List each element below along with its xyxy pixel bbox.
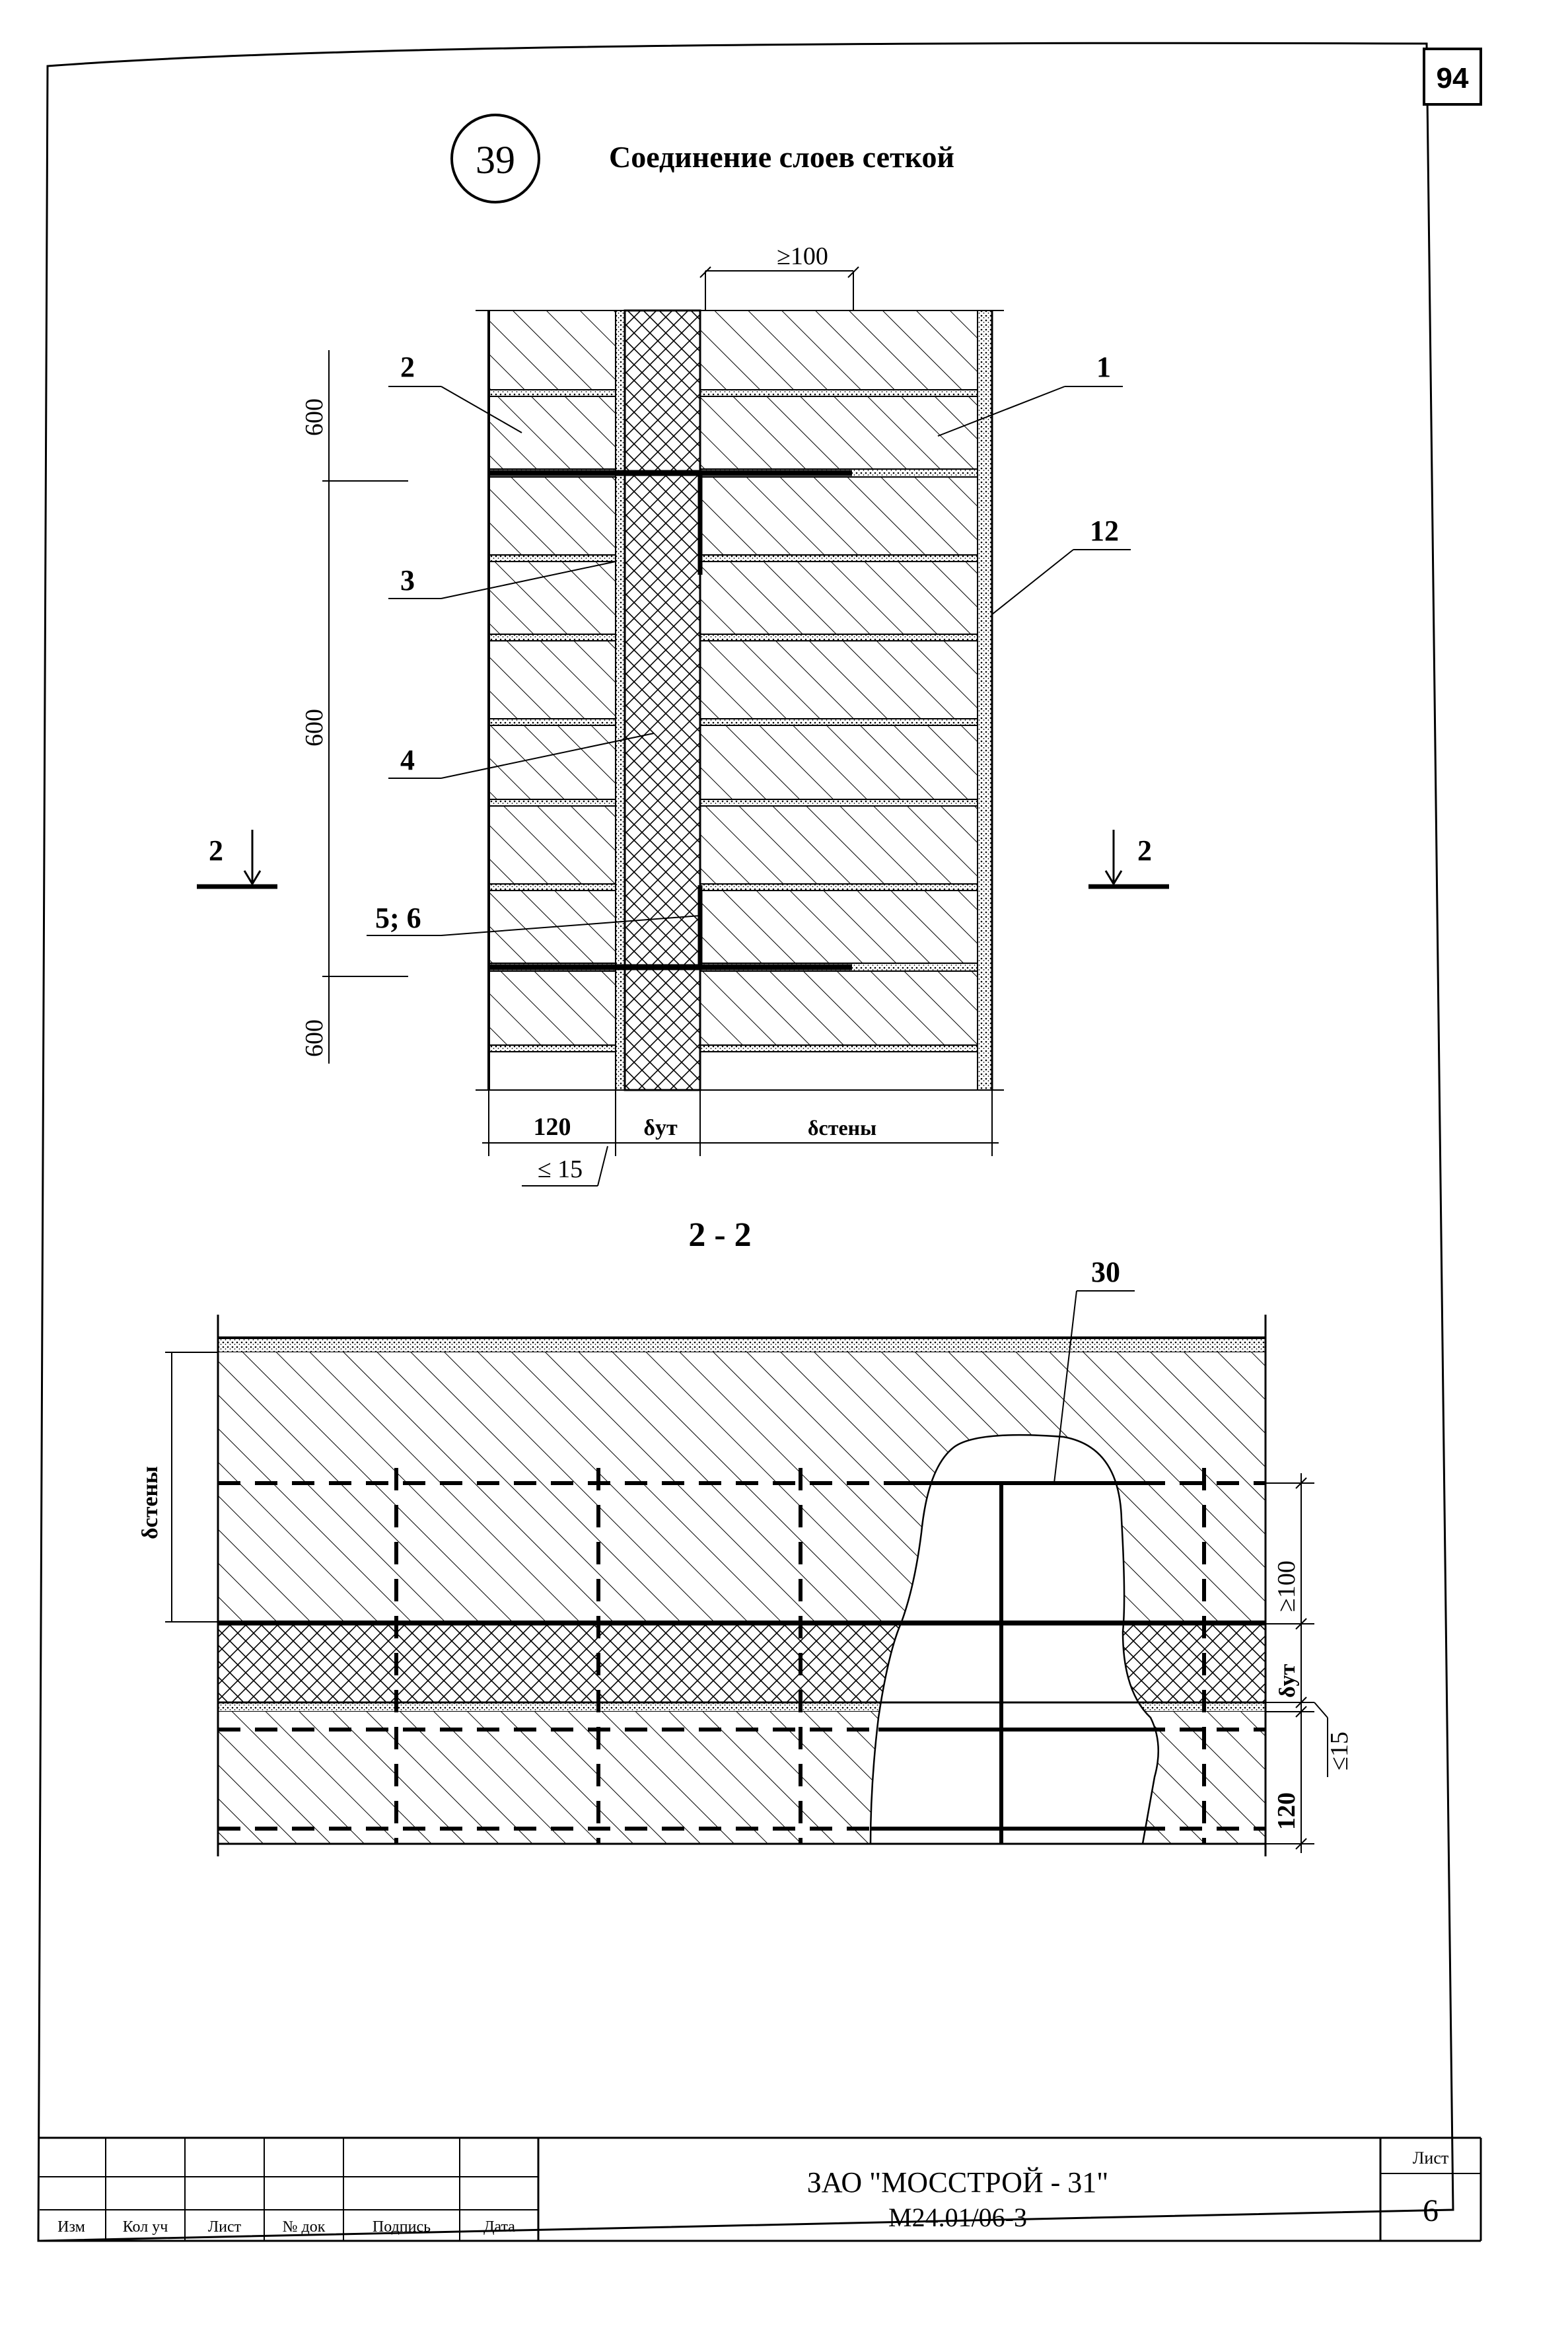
dim-insulation: δут [643, 1116, 678, 1140]
dim-gap: ≤ 15 [538, 1155, 583, 1183]
insulation-layer [624, 309, 701, 1091]
dim-left-2: 600 [301, 709, 328, 747]
brick-layer [488, 310, 978, 1052]
section-detail [217, 1315, 1267, 1856]
detail-number: 39 [476, 138, 515, 182]
sheet-frame [37, 42, 1482, 2242]
callout-30: 30 [1091, 1256, 1120, 1288]
callout-1: 1 [1096, 351, 1111, 383]
tb-sheet-number: 6 [1423, 2193, 1439, 2228]
corner-number-box [1423, 48, 1482, 106]
plaster-layer [977, 310, 993, 1091]
section-dim-120: 120 [1273, 1792, 1301, 1830]
elevation-detail [476, 309, 1004, 1091]
tb-header-izm: Изм [57, 2218, 85, 2236]
section-dim-100: ≥100 [1273, 1560, 1301, 1612]
dim-left-3: 600 [301, 1019, 328, 1057]
mortar-gap [615, 310, 625, 1091]
detail-number-circle [450, 114, 540, 203]
callout-12: 12 [1090, 515, 1119, 547]
dim-wall: δстены [808, 1116, 876, 1140]
dim-left-1: 600 [301, 398, 328, 436]
callout-3: 3 [400, 564, 415, 597]
section-plaster [217, 1337, 1266, 1353]
tb-header-date: Дата [483, 2218, 515, 2236]
cutaway-mesh-view [869, 1434, 1160, 1845]
tb-doc-code: М24.01/06-3 [888, 2203, 1027, 2232]
section-dimensions [165, 1352, 1328, 1853]
callout-2: 2 [400, 351, 415, 383]
section-dim-wall: δстены [138, 1466, 162, 1539]
tb-header-doc: № док [283, 2218, 326, 2236]
tb-company: ЗАО "МОССТРОЙ - 31" [807, 2166, 1109, 2199]
detail-title: Соединение слоев сеткой [609, 140, 954, 174]
tb-header-sign: Подпись [373, 2218, 431, 2236]
section-dim-15: ≤15 [1326, 1732, 1353, 1770]
dim-brick: 120 [534, 1113, 571, 1141]
section-dim-insulation: δут [1275, 1663, 1300, 1698]
tb-header-list: Лист [208, 2218, 242, 2236]
dim-top: ≥100 [777, 242, 828, 270]
tb-header-kol: Кол уч [123, 2218, 168, 2236]
section-title: 2 - 2 [688, 1216, 751, 1254]
title-block [40, 2136, 1482, 2242]
callout-4: 4 [400, 744, 415, 776]
cut-label-left: 2 [209, 834, 223, 867]
cut-label-right: 2 [1137, 834, 1152, 867]
corner-number: 94 [1437, 62, 1469, 94]
mesh-solid [218, 1481, 1265, 1844]
elevation-dimensions [322, 266, 999, 1186]
tb-sheet-label: Лист [1413, 2148, 1448, 2168]
section-cut-marks [197, 830, 1169, 889]
elevation-leaders [367, 386, 1131, 936]
callout-5-6: 5; 6 [375, 902, 421, 934]
